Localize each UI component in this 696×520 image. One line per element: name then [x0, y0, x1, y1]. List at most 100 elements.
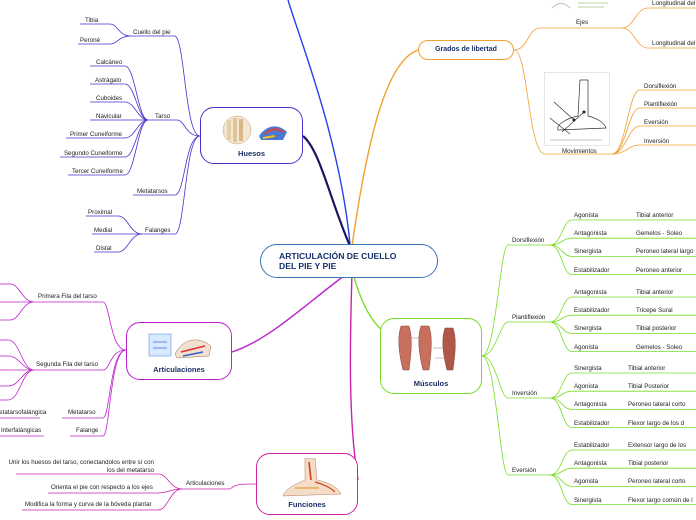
- muscle-connector: [549, 449, 573, 476]
- huesos-title: Huesos: [237, 149, 266, 158]
- falange-item-proximal: Proximal: [88, 209, 113, 216]
- muscle-connector: [549, 397, 573, 428]
- muscle-name: Flexor largo de los d: [628, 419, 685, 427]
- muscle-role: Antagonista: [574, 401, 607, 409]
- eje-item-0: Longitudinal del: [652, 0, 696, 7]
- metatarsos-label: Metatarsos: [137, 188, 168, 195]
- eje-item-1: Longitudinal del: [652, 40, 696, 47]
- muscle-connector: [549, 244, 573, 257]
- cuello-item-tibia: Tibia: [85, 17, 99, 24]
- muscle-connector: [549, 474, 573, 505]
- muscle-role: Agonista: [574, 478, 599, 486]
- foot-bones-image: [217, 112, 289, 148]
- central-title-line2: DEL PIE Y PIE: [279, 261, 337, 271]
- falange-item-medial: Medial: [94, 227, 113, 234]
- muscle-role: Estabilizador: [574, 419, 610, 427]
- muscle-role: Agonista: [574, 383, 599, 391]
- muscle-name: Peroneo lateral largo: [636, 248, 694, 256]
- muscle-role: Estabilizador: [574, 442, 610, 449]
- muscle-role: Sinergista: [574, 496, 602, 504]
- muscle-connector: [549, 397, 573, 410]
- cuello-item-perone: Peroné: [80, 37, 100, 44]
- muscle-connector: [549, 467, 573, 476]
- muscle-role: Agonista: [574, 212, 599, 219]
- muscle-connector: [549, 296, 573, 323]
- muscle-connector: [549, 321, 573, 334]
- movimiento-item-0: Dorsiflexión: [644, 83, 677, 90]
- falanges-label: Falanges: [145, 227, 171, 234]
- metatarso-label: Metatarso: [68, 409, 96, 416]
- muscle-name: Tricepe Sural: [636, 307, 673, 315]
- funcion-item-1: Orienta el pie con respecto a los ejes: [51, 484, 153, 491]
- tarso-item-6: Tercer Cuneiforme: [72, 168, 123, 175]
- funciones-node[interactable]: Funciones: [256, 453, 358, 515]
- tarso-label: Tarso: [155, 113, 171, 120]
- muscle-role: Sinergista: [574, 325, 602, 333]
- muscle-name: Gemelos - Soleo: [636, 343, 683, 351]
- muscle-name: Peroneo lateral corto: [628, 478, 686, 486]
- primera-fila-label: Primera Fila del tarso: [38, 293, 97, 300]
- tarso-item-5: Segundo Cuneiforme: [64, 150, 123, 157]
- musculos-node[interactable]: Músculos: [380, 318, 482, 394]
- cuello-label: Cuello del pie: [133, 29, 171, 36]
- muscle-name: Gemelos - Soleo: [636, 230, 683, 238]
- grados-libertad-node[interactable]: Grados de libertad: [418, 40, 514, 60]
- tarso-item-3: Navicular: [96, 113, 122, 120]
- falange-item-distal: Distal: [96, 245, 112, 252]
- muscle-role: Estabilizador: [574, 307, 610, 315]
- articulaciones-node[interactable]: Articulaciones: [126, 322, 232, 380]
- funciones-articulaciones-label: Articulaciones: [186, 480, 225, 487]
- muscle-group-label: Eversión: [512, 467, 537, 474]
- funcion-item-0: Unir los huesos del tarso, conectandolos…: [8, 459, 155, 474]
- muscle-name: Tibial posterior: [628, 460, 669, 468]
- muscle-group-label: Dorsiflexión: [512, 237, 545, 244]
- muscle-role: Agonista: [574, 343, 599, 351]
- leg-muscles-image: [395, 324, 469, 374]
- movimiento-item-1: Plantiflexión: [644, 101, 678, 108]
- muscle-name: Extensor largo de los: [628, 442, 687, 449]
- muscle-role: Antagonista: [574, 230, 607, 238]
- ejes-label: Ejes: [576, 19, 589, 26]
- tarso-item-0: Calcáneo: [96, 59, 123, 66]
- muscle-name: Flexor largo común de l: [628, 496, 693, 504]
- muscle-role: Antagonista: [574, 460, 607, 468]
- metatarsofalangica-label: Metatarsofalángica: [0, 409, 47, 416]
- muscle-name: Peroneo lateral corto: [628, 401, 686, 409]
- muscle-connector: [549, 390, 573, 399]
- segunda-fila-label: Segunda Fila del tarso: [36, 361, 98, 368]
- huesos-node[interactable]: Huesos: [200, 107, 303, 164]
- central-topic[interactable]: ARTICULACIÓN DE CUELLO DEL PIE Y PIE: [260, 244, 438, 278]
- movimiento-item-3: Inversión: [644, 138, 670, 145]
- muscle-group-label: Plantiflexión: [512, 314, 546, 321]
- muscle-name: Tibial Posterior: [628, 383, 670, 391]
- muscle-connector: [549, 474, 573, 487]
- muscle-role: Antagonista: [574, 289, 607, 296]
- tarso-item-2: Cuboides: [96, 95, 123, 102]
- tarso-item-1: Astrágalo: [95, 77, 122, 84]
- muscle-role: Estabilizador: [574, 266, 610, 274]
- muscle-connector: [549, 314, 573, 323]
- joint-diagram-image: [147, 328, 215, 364]
- musculos-title: Músculos: [413, 379, 449, 388]
- muscle-name: Tibial anterior: [636, 212, 674, 219]
- articulaciones-title: Articulaciones: [153, 365, 205, 374]
- movements-image: [544, 72, 610, 146]
- muscle-role: Sinergista: [574, 365, 602, 372]
- muscle-connector: [549, 219, 573, 246]
- central-title-line1: ARTICULACIÓN DE CUELLO: [279, 251, 397, 261]
- axes-image: [548, 0, 612, 12]
- falange-label: Falange: [76, 427, 99, 434]
- tarso-item-4: Primer Cuneiforme: [70, 131, 122, 138]
- muscle-role: Sinergista: [574, 248, 602, 256]
- muscle-name: Tibial anterior: [628, 365, 666, 372]
- muscle-group-label: Inversión: [512, 390, 538, 397]
- muscle-connector: [549, 321, 573, 352]
- movimientos-label: Movimientos: [562, 148, 597, 155]
- muscle-connector: [549, 237, 573, 246]
- muscle-connector: [549, 244, 573, 275]
- muscle-name: Peroneo anterior: [636, 266, 683, 274]
- foot-ligaments-image: [275, 458, 343, 500]
- muscle-connector: [549, 372, 573, 399]
